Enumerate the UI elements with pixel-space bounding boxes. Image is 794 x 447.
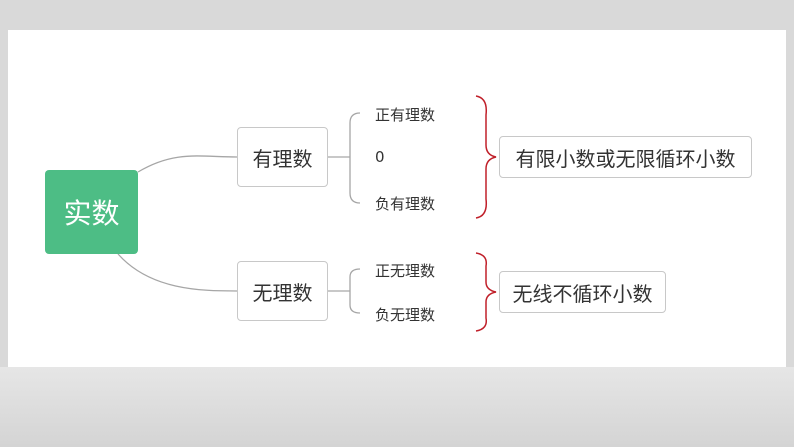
brace-rational xyxy=(475,95,497,219)
connector-root-rational xyxy=(137,155,238,173)
root-node: 实数 xyxy=(45,170,138,254)
leaf-positive-irrational: 正无理数 xyxy=(375,262,436,280)
connector-irrational-children xyxy=(328,268,361,314)
leaf-zero: 0 xyxy=(375,148,385,166)
branch-node-rational: 有理数 xyxy=(237,127,328,187)
connector-rational-children xyxy=(328,112,361,204)
summary-irrational: 无线不循环小数 xyxy=(499,271,666,313)
connector-root-irrational xyxy=(117,253,238,292)
bottom-band xyxy=(0,367,794,447)
leaf-negative-rational: 负有理数 xyxy=(375,195,436,213)
leaf-negative-irrational: 负无理数 xyxy=(375,306,436,324)
branch-node-irrational: 无理数 xyxy=(237,261,328,321)
summary-rational: 有限小数或无限循环小数 xyxy=(499,136,752,178)
leaf-positive-rational: 正有理数 xyxy=(375,106,436,124)
brace-irrational xyxy=(475,252,497,332)
